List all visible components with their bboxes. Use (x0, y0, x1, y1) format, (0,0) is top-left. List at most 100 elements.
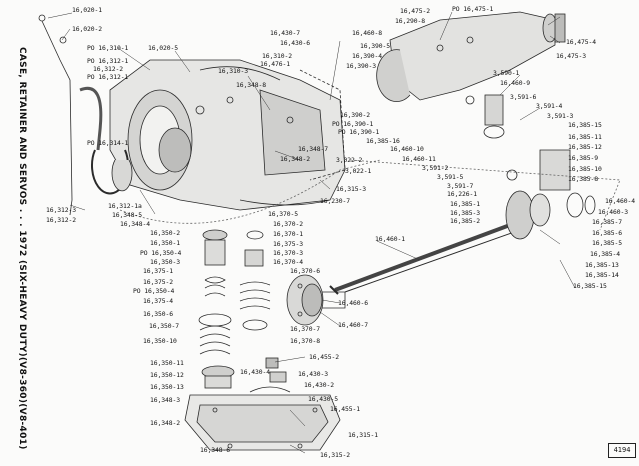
part-label: 16,385-5 (592, 239, 622, 247)
part-label: 3,591-6 (510, 93, 537, 101)
part-label: 16,430-2 (304, 381, 334, 389)
part-label: 3,591-4 (536, 102, 563, 110)
part-label: 16,348-5 (112, 211, 142, 219)
part-label: 16,312-2 (46, 216, 76, 224)
extension-housing (376, 11, 566, 102)
part-label: 16,375-1 (143, 267, 173, 275)
part-label: 16,370-4 (273, 258, 303, 266)
part-label: 16,475-2 (400, 7, 430, 15)
case-gasket (299, 69, 346, 181)
output-flange (286, 274, 346, 326)
part-label: 16,375-3 (273, 240, 303, 248)
part-label: 16,370-7 (290, 325, 320, 333)
part-label: 16,315-3 (336, 185, 366, 193)
part-label: 16,375-2 (143, 278, 173, 286)
diagram-title: CASE, RETAINER AND SERVOS . . . 1972 (SI… (17, 47, 27, 450)
part-label: 16,226-1 (447, 190, 477, 198)
part-label: PO 16,350-4 (140, 249, 182, 257)
part-label: 16,370-1 (273, 230, 303, 238)
part-label: 16,348-7 (298, 145, 328, 153)
part-label: 16,385-12 (568, 143, 602, 151)
part-label: 16,312-1a (108, 202, 142, 210)
part-label: 16,385-2 (450, 217, 480, 225)
part-label: 16,460-10 (390, 145, 424, 153)
part-label: PO 16,312-1 (87, 73, 129, 81)
part-label: 16,348-4 (120, 220, 150, 228)
part-label: 16,310-2 (262, 52, 292, 60)
part-label: 16,370-3 (273, 249, 303, 257)
figure-number: 4194 (608, 443, 636, 458)
part-label: 16,455-2 (309, 353, 339, 361)
part-label: 3,590-1 (493, 69, 520, 77)
part-label: 16,350-10 (143, 337, 177, 345)
part-label: 16,370-5 (268, 210, 298, 218)
part-label: 16,348-2 (280, 155, 310, 163)
part-label: 16,430-6 (280, 39, 310, 47)
part-label: 16,385-7 (592, 218, 622, 226)
part-label: 16,348-8 (236, 81, 266, 89)
part-label: 16,290-8 (395, 17, 425, 25)
part-label: PO 16,350-4 (133, 287, 175, 295)
part-label: 16,460-1 (375, 235, 405, 243)
part-label: 3,591-2 (422, 164, 449, 172)
front-band (91, 149, 133, 195)
part-label: 16,350-3 (150, 258, 180, 266)
part-label: 16,385-15 (568, 121, 602, 129)
part-label: 16,375-4 (143, 297, 173, 305)
part-label: 16,350-12 (150, 371, 184, 379)
part-label: 16,385-10 (568, 165, 602, 173)
part-label: 3,022-2 (336, 156, 363, 164)
part-label: 16,385-3 (450, 209, 480, 217)
part-label: 16,350-11 (150, 359, 184, 367)
part-label: 16,350-7 (149, 322, 179, 330)
part-label: 16,455-1 (330, 405, 360, 413)
part-label: 16,370-6 (290, 267, 320, 275)
part-label: PO 16,475-1 (452, 5, 494, 13)
oil-pan (184, 394, 341, 451)
part-label: 16,430-7 (270, 29, 300, 37)
part-label: 16,315-2 (320, 451, 350, 459)
part-label: 16,348-2 (150, 419, 180, 427)
part-label: PO 16,312-1 (87, 57, 129, 65)
part-label: 16,385-9 (568, 154, 598, 162)
part-label: PO 16,390-1 (338, 128, 380, 136)
part-label: 16,370-8 (290, 337, 320, 345)
part-label: 16,385-1 (450, 200, 480, 208)
part-label: 16,430-4 (240, 368, 270, 376)
part-label: 16,385-13 (585, 261, 619, 269)
part-label: 16,385-14 (585, 271, 619, 279)
part-label: 16,230-7 (320, 197, 350, 205)
part-label: 16,460-8 (352, 29, 382, 37)
output-shaft (329, 223, 521, 295)
governor-assembly (465, 94, 505, 139)
part-label: 3,591-7 (447, 182, 474, 190)
part-label: PO 16,310-1 (87, 44, 129, 52)
part-label: 16,350-6 (143, 310, 173, 318)
part-label: 16,460-11 (402, 155, 436, 163)
part-label: 16,315-1 (348, 431, 378, 439)
part-label: 16,385-16 (366, 137, 400, 145)
part-label: 16,430-3 (298, 370, 328, 378)
part-label: 16,460-4 (605, 197, 635, 205)
part-label: 16,310-3 (218, 67, 248, 75)
part-label: 16,385-6 (592, 229, 622, 237)
rear-servo-stack (239, 230, 271, 331)
part-label: 16,390-3 (346, 62, 376, 70)
dipstick-tube (38, 14, 103, 216)
part-label: 16,020-5 (148, 44, 178, 52)
part-label: 16,348-6 (200, 446, 230, 454)
part-label: 16,350-2 (150, 229, 180, 237)
part-label: 16,385-4 (590, 250, 620, 258)
part-label: 16,390-2 (340, 111, 370, 119)
part-label: 16,476-1 (260, 60, 290, 68)
part-label: PO 16,390-1 (332, 120, 374, 128)
part-label: 16,390-4 (352, 52, 382, 60)
part-label: 16,020-2 (72, 25, 102, 33)
rear-support (505, 149, 596, 240)
part-label: 16,348-3 (150, 396, 180, 404)
part-label: 16,460-6 (338, 299, 368, 307)
part-label: 16,350-13 (150, 383, 184, 391)
part-label: 16,385-8 (568, 175, 598, 183)
part-label: 16,475-4 (566, 38, 596, 46)
